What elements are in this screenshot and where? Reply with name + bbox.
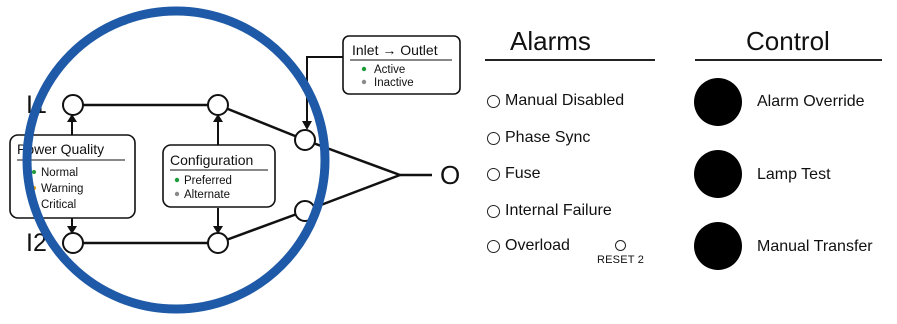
alarm-lamp-icon [487,239,500,253]
inlet-outlet-title: Inlet → Outlet [352,42,438,58]
alarm-label: Fuse [505,165,541,182]
active-indicator-dot [361,66,367,72]
inactive-indicator-dot [361,79,367,85]
manual-transfer-button[interactable] [694,222,742,270]
manual-transfer-label: Manual Transfer [757,238,873,255]
alarm-override-label: Alarm Override [757,93,865,110]
alarm-lamp-icon [487,167,500,181]
alarms-title: Alarms [510,26,591,56]
alarm-item-manual-disabled[interactable]: Manual Disabled [487,92,624,110]
wire-config-bottom-to-switch [217,209,306,245]
status-dot-normal [32,170,36,174]
power-quality-legend: Power Quality Normal Warning Critical [9,134,136,219]
config-top-node[interactable] [207,94,229,116]
cfg-arrow-down-head [213,226,223,234]
power-quality-title: Power Quality [17,141,104,157]
pq-arrow-down-head [67,226,77,234]
alarm-label: Internal Failure [505,202,612,219]
transfer-one-line-diagram: I1 I2 O Power Quality Normal Warning Cri… [9,6,461,314]
power-quality-item: Warning [41,183,83,195]
inlet-outlet-item: Active [374,64,405,76]
input2-node[interactable] [62,232,84,254]
inlet-outlet-legend: Inlet → Outlet Active Inactive [342,35,461,95]
alarm-lamp-icon [487,131,500,145]
wire-config-top-to-switch [217,103,306,142]
power-quality-item: Normal [41,167,78,179]
configuration-item: Alternate [184,189,230,201]
alarm-override-button[interactable] [694,78,742,126]
alarm-label: Overload [505,237,570,254]
io-arrow-head [302,121,312,130]
alarm-item-fuse[interactable]: Fuse [487,165,541,183]
lamp-test-button[interactable] [694,150,742,198]
alternate-indicator-dot [174,191,180,197]
inlet-outlet-item: Inactive [374,77,414,89]
alarm-item-internal-failure[interactable]: Internal Failure [487,202,612,220]
configuration-title: Configuration [170,152,253,168]
input2-label: I2 [26,229,47,257]
alarms-divider [485,59,655,61]
control-title: Control [746,26,830,56]
switch-top-node[interactable] [294,129,316,151]
config-bottom-node[interactable] [207,232,229,254]
output-label: O [440,160,460,190]
configuration-legend: Configuration Preferred Alternate [162,144,276,208]
highlight-ring [22,6,330,314]
alarm-lamp-icon [487,204,500,218]
preferred-indicator-dot [174,177,180,183]
alarm-label: Manual Disabled [505,92,625,109]
configuration-item: Preferred [184,175,232,187]
input1-node[interactable] [62,94,84,116]
control-divider [695,59,882,61]
alarm-lamp-icon [487,94,500,108]
io-arrow [306,56,343,122]
pq-arrow-up-head [67,114,77,122]
cfg-arrow-up-head [213,114,223,122]
alarm-item-overload[interactable]: Overload [487,237,570,255]
power-quality-item: Critical [41,199,76,211]
reset-circle-icon [615,240,627,251]
reset-2-button[interactable]: RESET 2 [597,240,644,266]
lamp-test-label: Lamp Test [757,166,831,183]
alarm-label: Phase Sync [505,129,591,146]
reset-label: RESET 2 [597,254,645,266]
wire-switch-top-to-join [304,138,401,177]
alarm-item-phase-sync[interactable]: Phase Sync [487,129,590,147]
